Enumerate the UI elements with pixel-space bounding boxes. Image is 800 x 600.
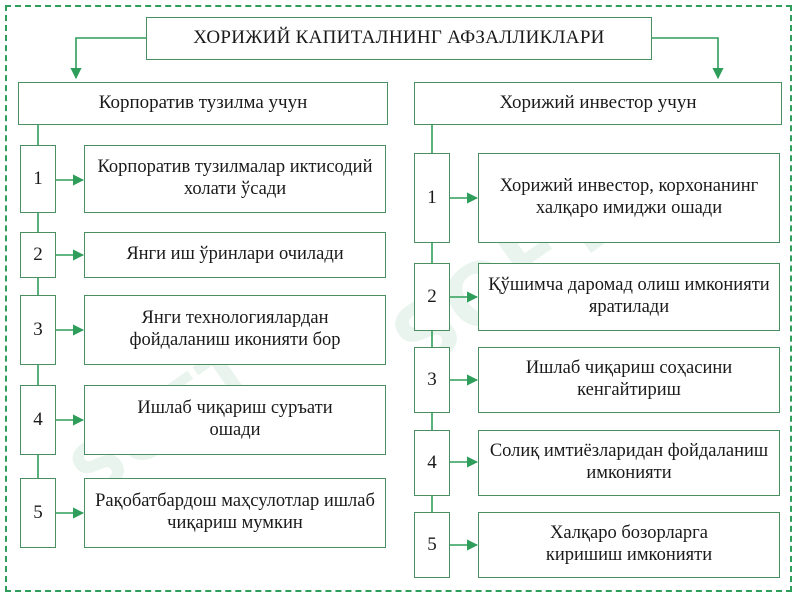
left-item-3: Янги технологиялардан фойдаланиш иконият…	[84, 295, 386, 365]
right-num-3: 3	[414, 347, 450, 413]
dashed-frame	[5, 5, 792, 592]
left-num-3: 3	[20, 295, 56, 365]
left-item-2: Янги иш ўринлари очилади	[84, 232, 386, 278]
right-item-5: Халқаро бозорларга киришиш имконияти	[478, 512, 780, 578]
left-item-1: Корпоратив тузилмалар иктисодий холати ў…	[84, 145, 386, 213]
diagram-title: ХОРИЖИЙ КАПИТАЛНИНГ АФЗАЛЛИКЛАРИ	[146, 17, 652, 60]
right-item-2: Қўшимча даромад олиш имконияти яратилади	[478, 263, 780, 331]
right-num-5: 5	[414, 512, 450, 578]
arrow-title-left	[70, 37, 146, 80]
right-num-1: 1	[414, 153, 450, 243]
right-item-1: Хорижий инвестор, корхонанинг халқаро им…	[478, 153, 780, 243]
right-item-4: Солиқ имтиёзларидан фойдаланиш имконияти	[478, 430, 780, 496]
right-header: Хорижий инвестор учун	[414, 82, 782, 125]
right-num-2: 2	[414, 263, 450, 331]
left-item-5: Рақобатбардош маҳсулотлар ишлаб чиқариш …	[84, 478, 386, 548]
right-item-3: Ишлаб чиқариш соҳасини кенгайтириш	[478, 347, 780, 413]
left-num-5: 5	[20, 478, 56, 548]
left-header: Корпоратив тузилма учун	[18, 82, 388, 125]
left-num-2: 2	[20, 232, 56, 278]
left-num-4: 4	[20, 385, 56, 455]
left-num-1: 1	[20, 145, 56, 213]
right-num-4: 4	[414, 430, 450, 496]
left-item-4: Ишлаб чиқариш суръати ошади	[84, 385, 386, 455]
arrow-title-right	[652, 37, 724, 80]
